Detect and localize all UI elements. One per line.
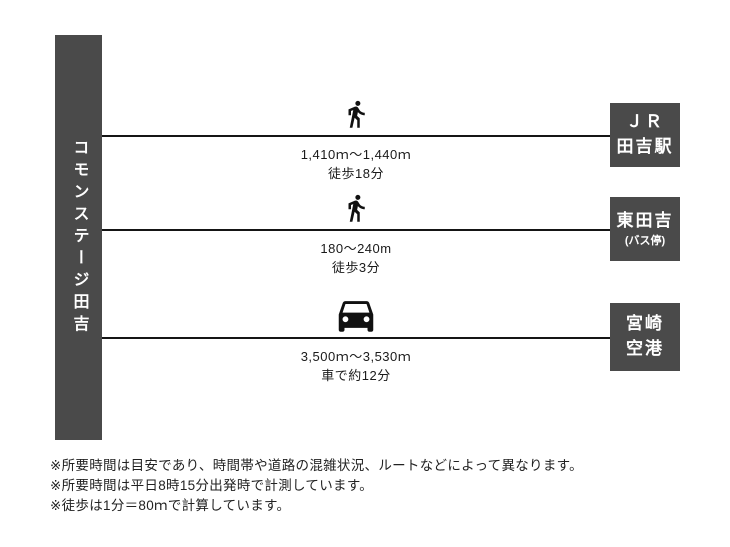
route-duration: 徒歩18分 [328, 166, 384, 181]
footnote: ※所要時間は目安であり、時間帯や道路の混雑状況、ルートなどによって異なります。 [50, 458, 583, 473]
origin-label: コモンステージ田吉 [70, 138, 88, 337]
route-line [102, 229, 610, 231]
destination-box-higashi-tayoshi-bus-stop: 東田吉 (バス停) [610, 197, 680, 261]
route-duration: 車で約12分 [321, 368, 391, 383]
route-duration: 徒歩3分 [331, 260, 381, 275]
footnote: ※所要時間は平日8時15分出発時で計測しています。 [50, 478, 374, 493]
route-distance: 3,500ｍ～3,530ｍ [300, 349, 412, 364]
footnote: ※徒歩は1分＝80ｍで計算しています。 [50, 498, 291, 513]
destination-box-jr-tayoshi-station: ＪＲ 田吉駅 [610, 103, 680, 167]
route-line [102, 337, 610, 339]
destination-sublabel: (バス停) [624, 234, 666, 247]
walking-person-icon [341, 192, 371, 224]
destination-label: 東田吉 [616, 210, 674, 230]
walking-person-icon [341, 98, 371, 130]
destination-label: 空港 [626, 339, 664, 358]
destination-label: 田吉駅 [616, 137, 674, 156]
destination-box-miyazaki-airport: 宮崎 空港 [610, 303, 680, 371]
footnotes: ※所要時間は目安であり、時間帯や道路の混雑状況、ルートなどによって異なります。 … [50, 456, 583, 516]
route-distance: 1,410ｍ～1,440ｍ [300, 147, 412, 162]
car-icon [333, 297, 379, 332]
destination-label: ＪＲ [626, 112, 664, 132]
route-line [102, 135, 610, 137]
destination-label: 宮崎 [626, 314, 664, 334]
route-distance: 180～240m [320, 241, 392, 256]
origin-box: コモンステージ田吉 [55, 35, 102, 440]
